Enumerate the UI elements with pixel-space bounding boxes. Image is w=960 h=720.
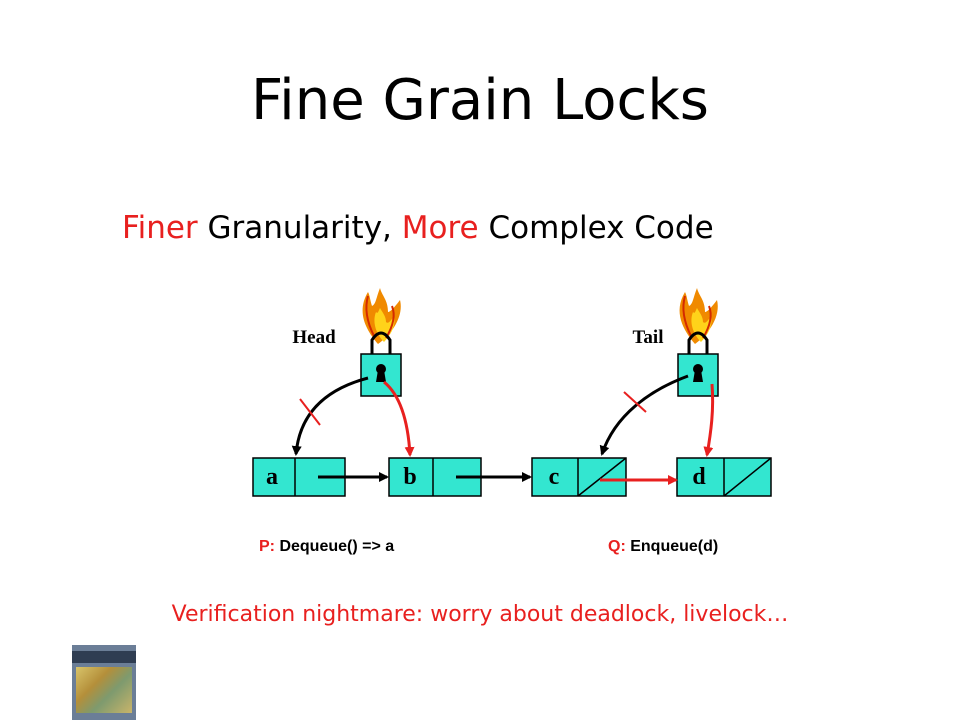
- slide-title: Fine Grain Locks: [251, 68, 709, 133]
- subtitle-complex-code: Complex Code: [478, 210, 714, 246]
- head-old-pointer-cross: [299, 398, 321, 426]
- flame-icon: [362, 288, 401, 344]
- tail-lock: [677, 288, 719, 397]
- node-value-b: b: [403, 464, 416, 490]
- caption-q-prefix: Q:: [608, 538, 626, 555]
- flame-icon: [679, 288, 718, 344]
- lock-icon: [376, 364, 386, 382]
- caption-p: P: Dequeue() => a: [259, 538, 394, 555]
- caption-q-text: Enqueue(d): [626, 538, 718, 555]
- subtitle-more: More: [401, 210, 479, 246]
- caption-p-prefix: P:: [259, 538, 275, 555]
- caption-p-text: Dequeue() => a: [275, 538, 394, 555]
- tail-new-pointer: [703, 383, 715, 457]
- subtitle-finer: Finer: [122, 210, 198, 246]
- caption-q: Q: Enqueue(d): [608, 538, 718, 555]
- lock-icon: [693, 364, 703, 382]
- book-cover-image: [72, 645, 136, 720]
- head-new-pointer: [383, 380, 415, 457]
- tail-old-pointer: [599, 374, 689, 456]
- head-label: Head: [292, 327, 336, 348]
- node-c: c: [531, 457, 627, 497]
- verification-note: Verification nightmare: worry about dead…: [171, 602, 789, 627]
- head-lock: [360, 288, 402, 397]
- head-old-pointer: [291, 376, 369, 456]
- node-value-c: c: [549, 464, 560, 490]
- node-d: d: [676, 457, 772, 497]
- node-value-a: a: [266, 464, 278, 490]
- tail-label: Tail: [633, 327, 664, 348]
- slide-subtitle: Finer Granularity, More Complex Code: [122, 210, 714, 246]
- node-value-d: d: [692, 464, 706, 490]
- tail-old-pointer-cross: [623, 391, 647, 413]
- subtitle-granularity: Granularity,: [197, 210, 402, 246]
